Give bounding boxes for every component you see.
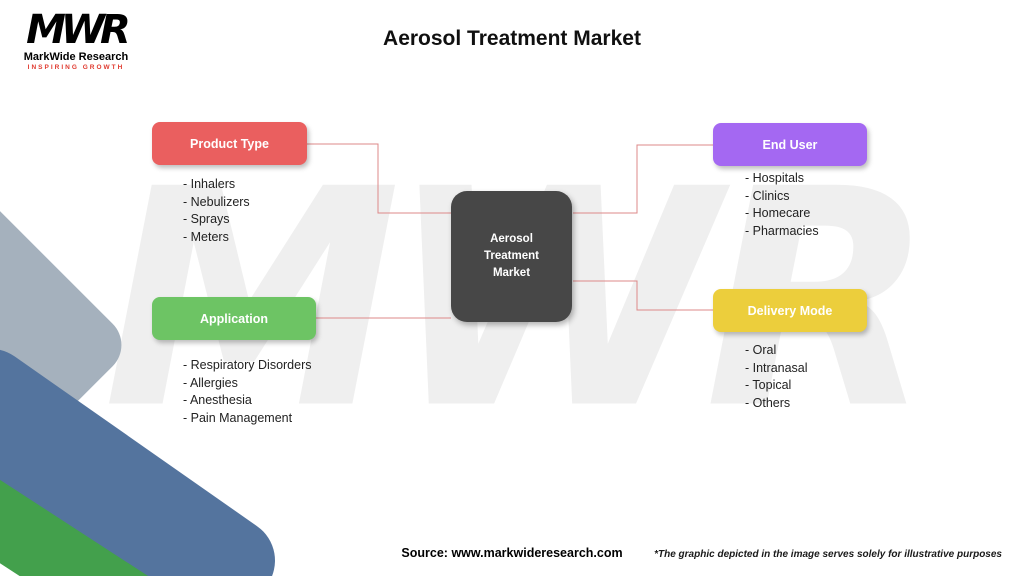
- list-item: - Clinics: [745, 188, 790, 203]
- source-url: www.markwideresearch.com: [451, 546, 623, 560]
- list-item: - Pain Management: [183, 410, 293, 425]
- connector-product-type: [307, 143, 451, 214]
- logo-name: MarkWide Research: [23, 51, 129, 63]
- list-item: - Homecare: [745, 206, 811, 220]
- segment-label-application: Application: [199, 311, 269, 326]
- list-item: - Respiratory Disorders: [183, 358, 312, 372]
- logo-monogram: MWR: [26, 7, 131, 53]
- segment-box-application: Application: [152, 297, 316, 340]
- source-text: Source: www.markwideresearch.com: [0, 546, 1024, 560]
- list-item: - Intranasal: [745, 360, 808, 375]
- list-item: - Oral: [745, 343, 777, 357]
- list-item: - Inhalers: [183, 177, 236, 191]
- logo-tagline: INSPIRING GROWTH: [27, 64, 125, 71]
- segment-box-end-user: End User: [713, 123, 867, 166]
- list-item: - Allergies: [183, 375, 238, 390]
- segment-label-end-user: End User: [762, 137, 818, 152]
- logo: MWR MarkWide Research INSPIRING GROWTH: [20, 10, 132, 71]
- connector-delivery-mode: [573, 280, 713, 311]
- list-item: - Others: [745, 395, 791, 410]
- center-node-label: Aerosol Treatment Market: [484, 232, 539, 280]
- segment-list-product-type: - Inhalers - Nebulizers - Sprays - Meter…: [183, 176, 250, 246]
- page-title: Aerosol Treatment Market: [383, 27, 641, 50]
- list-item: - Nebulizers: [183, 194, 250, 209]
- list-item: - Topical: [745, 378, 792, 392]
- list-item: - Sprays: [183, 212, 230, 226]
- segment-label-delivery-mode: Delivery Mode: [747, 303, 833, 318]
- connector-end-user: [573, 144, 713, 214]
- list-item: - Hospitals: [745, 171, 805, 185]
- source-label: Source:: [401, 546, 448, 560]
- list-item: - Anesthesia: [183, 393, 252, 407]
- list-item: - Pharmacies: [745, 223, 819, 238]
- segment-list-end-user: - Hospitals - Clinics - Homecare - Pharm…: [745, 170, 819, 240]
- list-item: - Meters: [183, 229, 229, 244]
- segment-box-product-type: Product Type: [152, 122, 307, 165]
- center-node: Aerosol Treatment Market: [451, 191, 572, 322]
- segment-box-delivery-mode: Delivery Mode: [713, 289, 867, 332]
- segment-list-application: - Respiratory Disorders - Allergies - An…: [183, 357, 312, 427]
- segment-list-delivery-mode: - Oral - Intranasal - Topical - Others: [745, 342, 808, 412]
- disclaimer-text: *The graphic depicted in the image serve…: [654, 549, 1002, 560]
- segment-label-product-type: Product Type: [190, 136, 269, 151]
